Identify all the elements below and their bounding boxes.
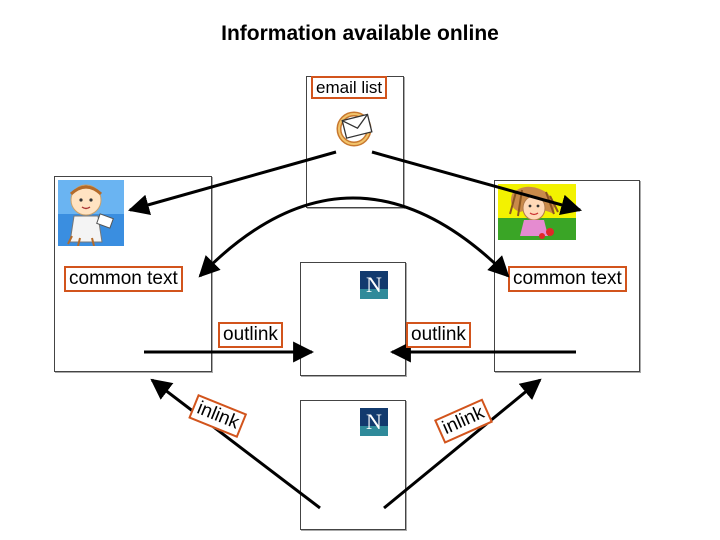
right-common-text-label: common text — [508, 266, 627, 292]
svg-text:N: N — [366, 409, 382, 434]
email-list-label: email list — [311, 76, 388, 99]
outlink-right-label: outlink — [406, 322, 471, 348]
diagram-title: Information available online — [221, 22, 499, 45]
arrow-common-text-arc — [198, 196, 510, 278]
svg-text:N: N — [366, 272, 382, 297]
arrow-inlink-left — [150, 378, 321, 510]
bottom-page — [300, 400, 406, 530]
arrow-inlink-right — [383, 378, 542, 510]
arrow-email-to-right — [371, 150, 583, 216]
outlink-left-label: outlink — [218, 322, 283, 348]
left-common-text-label: common text — [64, 266, 183, 292]
envelope-icon — [336, 111, 373, 147]
netscape-n-icon: N — [360, 408, 388, 436]
arrow-email-to-left — [127, 150, 337, 215]
child-cartoon-icon — [58, 180, 124, 246]
